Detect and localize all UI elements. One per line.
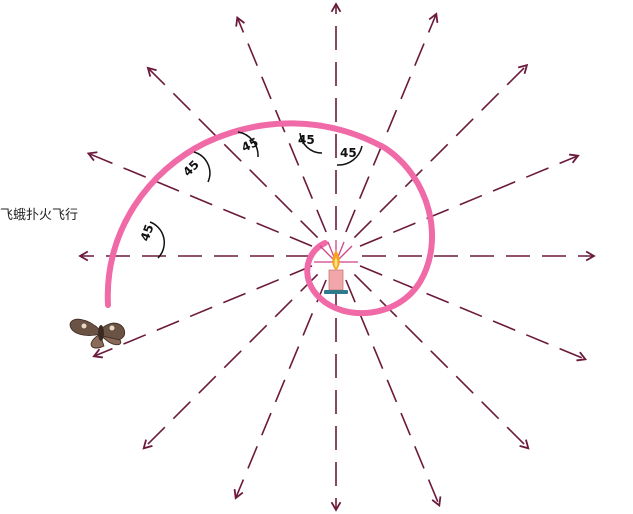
- radial-ray-arrow: [92, 265, 313, 359]
- radial-ray-arrow: [359, 265, 588, 362]
- angle-marker-5: 45: [336, 145, 363, 166]
- angle-marker-1: 45: [138, 221, 166, 259]
- radial-ray-arrow: [353, 63, 529, 239]
- radial-ray-arrow: [345, 12, 439, 233]
- angle-label: 45: [239, 135, 260, 155]
- radial-ray-arrow: [142, 273, 319, 450]
- radial-ray-arrow: [359, 153, 580, 247]
- moth-icon: [69, 318, 126, 349]
- radial-ray-arrow: [345, 279, 442, 508]
- radial-ray-arrow: [353, 273, 530, 450]
- diagram-caption: 飞蛾扑火飞行: [0, 208, 79, 223]
- spiral-flight-path: [104, 120, 436, 317]
- angle-label: 45: [180, 157, 202, 179]
- angle-marker-4: 45: [298, 132, 323, 154]
- radial-ray-arrow: [86, 151, 313, 247]
- angle-label: 45: [138, 223, 157, 243]
- candle-icon: [314, 240, 358, 294]
- radial-rays: [78, 2, 596, 512]
- radial-ray-arrow: [146, 66, 319, 239]
- angle-label: 45: [298, 133, 315, 147]
- radial-ray-arrow: [233, 279, 327, 500]
- angle-marker-3: 45: [237, 131, 260, 158]
- angle-label: 45: [340, 146, 357, 160]
